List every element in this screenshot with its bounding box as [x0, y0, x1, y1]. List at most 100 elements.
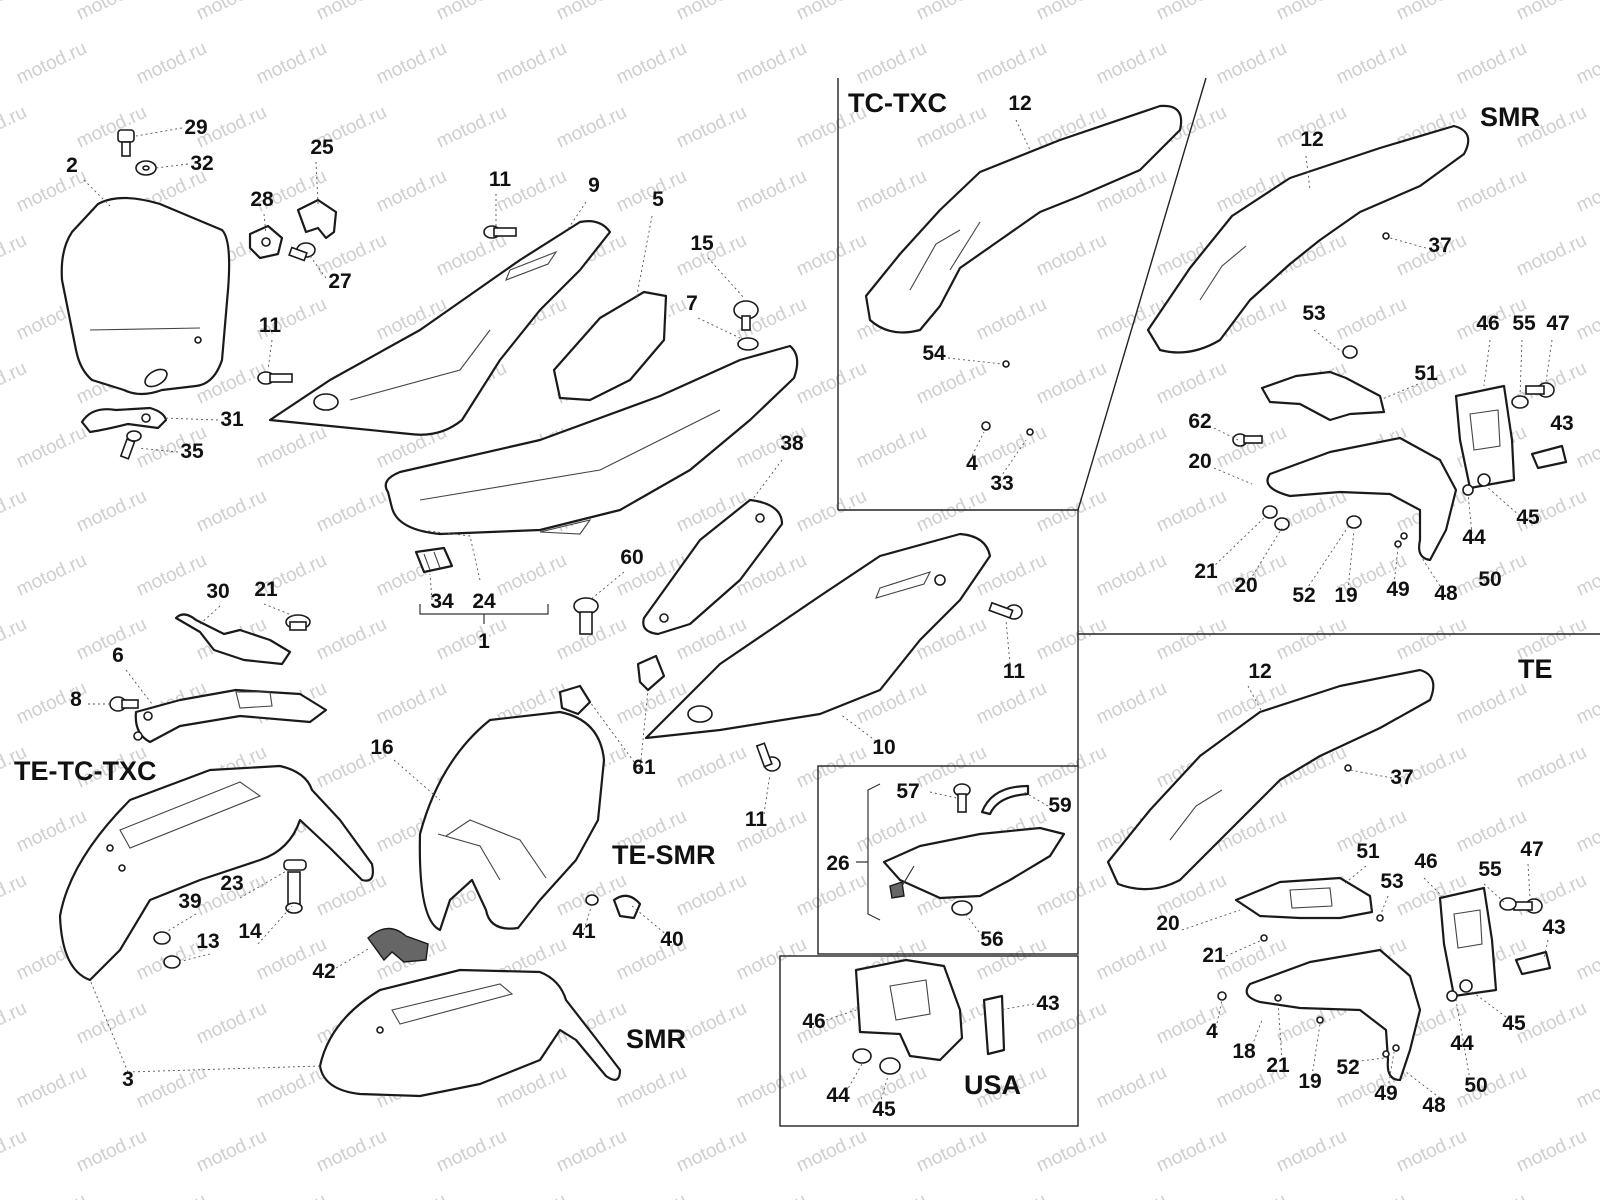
callout: 11: [1003, 660, 1026, 683]
hw-smr-37: [1382, 232, 1390, 240]
watermark-text: motod.ru: [313, 1126, 390, 1177]
support-smr: [1266, 436, 1458, 562]
watermark-text: motod.ru: [1153, 358, 1230, 409]
callout: 53: [1380, 870, 1403, 893]
watermark-text: motod.ru: [133, 550, 210, 601]
callout: 12: [1248, 660, 1271, 683]
bracket-31: [80, 406, 168, 434]
callout: 56: [980, 928, 1003, 951]
watermark-text: motod.ru: [913, 0, 990, 25]
part-headlight-mask: [418, 710, 606, 932]
callout: 61: [632, 756, 656, 779]
bracket-te-51: [1234, 876, 1374, 920]
watermark-text: motod.ru: [193, 1126, 270, 1177]
reflector-usa-43: [982, 994, 1006, 1056]
watermark-text: motod.ru: [793, 230, 870, 281]
leader-line: [429, 573, 433, 601]
watermark-text: motod.ru: [1033, 1126, 1110, 1177]
watermark-text: motod.ru: [13, 422, 90, 473]
watermark-text: motod.ru: [1393, 1126, 1470, 1177]
watermark-text: motod.ru: [0, 614, 30, 665]
leader-line: [263, 603, 295, 617]
leader-line: [947, 357, 1003, 365]
section-label-smr: SMR: [1480, 102, 1540, 132]
callout: 30: [206, 580, 229, 603]
watermark-text: motod.ru: [0, 358, 30, 409]
leader-line: [1249, 527, 1283, 581]
callout: 25: [310, 136, 334, 159]
leader-line: [1347, 529, 1355, 591]
watermark-text: motod.ru: [913, 358, 990, 409]
part-number-plate: [60, 196, 231, 396]
callout: 21: [1266, 1054, 1290, 1077]
watermark-text: motod.ru: [1033, 230, 1110, 281]
watermark-text: motod.ru: [853, 1190, 930, 1200]
hw-tc-54: [1002, 360, 1010, 368]
watermark-text: motod.ru: [0, 870, 30, 921]
watermark-text: motod.ru: [253, 1062, 330, 1113]
leader-line: [1225, 939, 1263, 957]
washer-smr-55: [1511, 395, 1529, 409]
washer-7: [737, 337, 759, 351]
leader-line: [335, 947, 371, 969]
watermark-text: motod.ru: [673, 102, 750, 153]
watermark-text: motod.ru: [793, 358, 870, 409]
watermark-text: motod.ru: [193, 0, 270, 25]
callout: 21: [254, 578, 278, 601]
watermark-text: motod.ru: [1153, 1126, 1230, 1177]
leader-line: [999, 1003, 1035, 1011]
watermark-text: motod.ru: [373, 166, 450, 217]
leader-line: [969, 431, 985, 461]
section-label-usa: USA: [964, 1070, 1021, 1100]
callout: 52: [1336, 1056, 1359, 1079]
washer-39: [153, 931, 171, 945]
screw-27: [288, 242, 316, 262]
callout: 51: [1356, 840, 1380, 863]
watermark-text: motod.ru: [913, 1126, 990, 1177]
watermark-text: motod.ru: [313, 0, 390, 25]
nut-13: [163, 955, 181, 969]
watermark-text: motod.ru: [1573, 166, 1600, 217]
plate-holder-smr-46: [1454, 384, 1516, 490]
leader-line: [267, 339, 273, 371]
watermark-text: motod.ru: [0, 486, 30, 537]
callout: 3: [122, 1068, 134, 1091]
leader-line: [163, 417, 219, 421]
watermark-text: motod.ru: [1033, 870, 1110, 921]
callout: 23: [220, 872, 243, 895]
leader-line: [83, 179, 111, 207]
watermark-text: motod.ru: [493, 550, 570, 601]
callout: 38: [780, 432, 804, 455]
watermark-text: motod.ru: [1093, 934, 1170, 985]
callout: 44: [826, 1084, 850, 1107]
leader-line: [1421, 557, 1441, 587]
watermark-text: motod.ru: [913, 486, 990, 537]
callout: 9: [588, 174, 600, 197]
plate-holder-te-46: [1438, 886, 1498, 998]
leader-line: [127, 1065, 321, 1073]
leader-line: [1379, 383, 1419, 401]
callout: 29: [184, 116, 207, 139]
watermark-text: motod.ru: [1213, 422, 1290, 473]
callout: 43: [1036, 992, 1059, 1015]
watermark-text: motod.ru: [613, 1062, 690, 1113]
hw-usa-44-45: [852, 1048, 901, 1075]
hw-smr-lower: [1262, 505, 1408, 548]
callout: 7: [686, 292, 698, 315]
watermark-text: motod.ru: [1273, 1126, 1350, 1177]
watermark-text: motod.ru: [1213, 1190, 1290, 1200]
watermark-text: motod.ru: [1573, 38, 1600, 89]
watermark-text: motod.ru: [13, 1062, 90, 1113]
section-frames: [779, 77, 1600, 1127]
callout: 15: [690, 232, 714, 255]
callout: 47: [1520, 838, 1543, 861]
leader-line: [137, 447, 179, 453]
watermark-text: motod.ru: [1573, 934, 1600, 985]
watermark-text: motod.ru: [913, 742, 990, 793]
callout: 46: [1414, 850, 1437, 873]
leader-line: [1467, 493, 1473, 535]
watermark-text: motod.ru: [1213, 38, 1290, 89]
watermark-text: motod.ru: [13, 1190, 90, 1200]
callout: 20: [1188, 450, 1211, 473]
screw-11-b: [257, 371, 293, 385]
